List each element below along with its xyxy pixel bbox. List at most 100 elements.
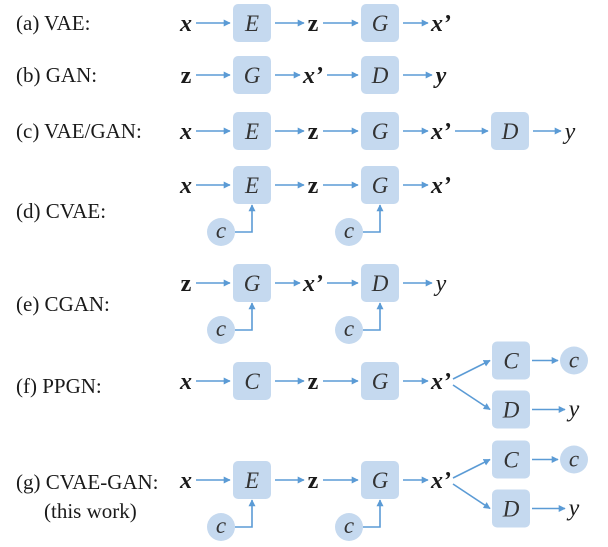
condition-node bbox=[335, 316, 363, 344]
variable-z: z bbox=[308, 468, 319, 494]
output-label: c bbox=[569, 447, 579, 472]
module-box-g bbox=[361, 362, 399, 400]
module-box-g bbox=[361, 166, 399, 204]
variable-x: x’ bbox=[430, 11, 451, 37]
row-label: (g) CVAE-GAN: bbox=[16, 470, 159, 494]
condition-label: c bbox=[344, 316, 354, 341]
condition-label: c bbox=[216, 513, 226, 538]
branch-arrow bbox=[452, 483, 491, 510]
variable-y: y bbox=[563, 119, 576, 145]
diagram-row: (e) CGAN: z Gc x’ Dc y bbox=[16, 264, 447, 344]
module-box-g bbox=[233, 56, 271, 94]
module-label: E bbox=[244, 173, 259, 198]
variable-x: x bbox=[179, 369, 192, 395]
condition-node bbox=[207, 513, 235, 541]
module-label: C bbox=[503, 448, 519, 473]
module-box-g bbox=[361, 112, 399, 150]
variable-x: x’ bbox=[430, 173, 451, 199]
module-box-g bbox=[361, 4, 399, 42]
output-node bbox=[560, 346, 588, 375]
row-sublabel: (this work) bbox=[44, 499, 137, 523]
branch-arrow bbox=[452, 384, 491, 411]
module-box-c bbox=[492, 341, 530, 380]
module-label: G bbox=[372, 468, 389, 493]
module-box-c bbox=[492, 440, 530, 479]
row-label: (c) VAE/GAN: bbox=[16, 119, 142, 143]
variable-y: y bbox=[434, 271, 447, 297]
variable-x: x bbox=[179, 11, 192, 37]
variable-z: z bbox=[181, 63, 192, 89]
variable-x: x’ bbox=[430, 468, 451, 494]
condition-arrow bbox=[363, 204, 384, 233]
variable-x: x’ bbox=[302, 63, 323, 89]
variable-x: x’ bbox=[302, 271, 323, 297]
module-label: D bbox=[371, 271, 389, 296]
output-node bbox=[560, 445, 588, 474]
module-box-d bbox=[492, 489, 530, 528]
condition-label: c bbox=[344, 218, 354, 243]
variable-z: z bbox=[308, 11, 319, 37]
variable-z: z bbox=[308, 173, 319, 199]
module-label: G bbox=[372, 369, 389, 394]
variable-x: x bbox=[179, 468, 192, 494]
row-label: (f) PPGN: bbox=[16, 374, 102, 398]
module-box-e bbox=[233, 112, 271, 150]
row-label: (e) CGAN: bbox=[16, 292, 110, 316]
condition-label: c bbox=[216, 218, 226, 243]
module-box-d bbox=[361, 56, 399, 94]
module-label: D bbox=[502, 497, 520, 522]
condition-arrow bbox=[363, 499, 384, 528]
condition-arrow bbox=[235, 204, 256, 233]
variable-z: z bbox=[308, 119, 319, 145]
module-box-e bbox=[233, 461, 271, 499]
variable-x: x bbox=[179, 173, 192, 199]
condition-node bbox=[335, 218, 363, 246]
variable-x: x’ bbox=[430, 119, 451, 145]
row-label: (b) GAN: bbox=[16, 63, 97, 87]
module-box-e bbox=[233, 4, 271, 42]
condition-label: c bbox=[216, 316, 226, 341]
branch-arrow bbox=[452, 458, 491, 479]
module-label: E bbox=[244, 119, 259, 144]
variable-x: x bbox=[179, 119, 192, 145]
condition-arrow bbox=[363, 302, 384, 331]
module-box-e bbox=[233, 166, 271, 204]
module-label: D bbox=[502, 398, 520, 423]
condition-node bbox=[207, 316, 235, 344]
variable-z: z bbox=[181, 271, 192, 297]
variable-x: x’ bbox=[430, 369, 451, 395]
condition-node bbox=[207, 218, 235, 246]
module-label: G bbox=[372, 11, 389, 36]
condition-arrow bbox=[235, 499, 256, 528]
module-label: D bbox=[501, 119, 519, 144]
output-label: y bbox=[567, 397, 580, 423]
module-label: G bbox=[372, 119, 389, 144]
module-box-c bbox=[233, 362, 271, 400]
variable-y: y bbox=[433, 63, 447, 89]
module-box-d bbox=[491, 112, 529, 150]
row-label: (d) CVAE: bbox=[16, 199, 106, 223]
branch-arrow bbox=[452, 359, 491, 380]
output-label: y bbox=[567, 496, 580, 522]
variable-z: z bbox=[308, 369, 319, 395]
module-label: D bbox=[371, 63, 389, 88]
module-label: E bbox=[244, 468, 259, 493]
condition-label: c bbox=[344, 513, 354, 538]
module-label: C bbox=[503, 349, 519, 374]
output-label: c bbox=[569, 348, 579, 373]
module-box-g bbox=[361, 461, 399, 499]
row-label: (a) VAE: bbox=[16, 11, 90, 35]
module-label: E bbox=[244, 11, 259, 36]
condition-node bbox=[335, 513, 363, 541]
module-label: G bbox=[244, 271, 261, 296]
module-box-d bbox=[492, 390, 530, 429]
condition-arrow bbox=[235, 302, 256, 331]
module-label: G bbox=[372, 173, 389, 198]
module-box-g bbox=[233, 264, 271, 302]
